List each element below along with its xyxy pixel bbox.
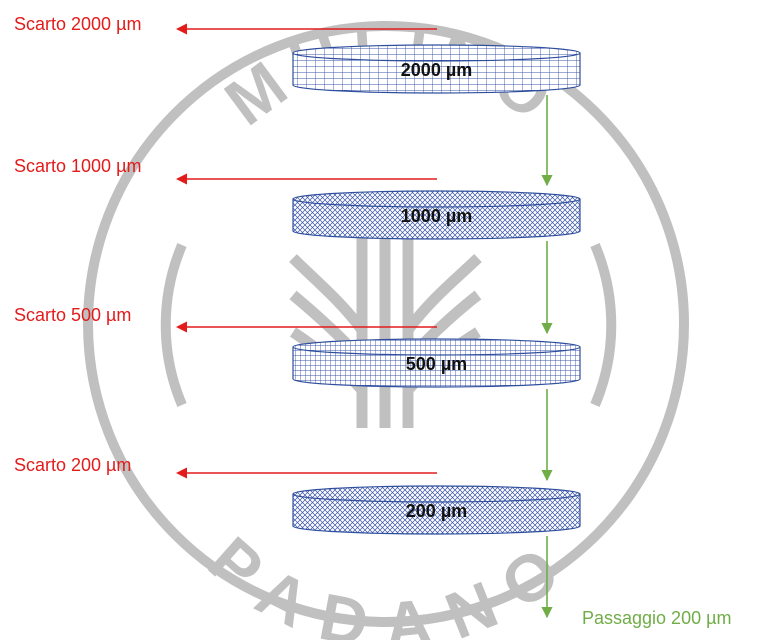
sieve-top-rim [292, 44, 581, 62]
sieve: 2000 µm [292, 44, 581, 94]
watermark-bottom-text: PADANO [195, 522, 580, 640]
watermark-left-bracket [160, 243, 187, 407]
sieve-label: 2000 µm [401, 60, 472, 80]
reject-label: Scarto 1000 µm [14, 156, 141, 176]
sieve-label: 200 µm [406, 501, 467, 521]
mulino-padano-watermark: MULINO PADANO [83, 8, 689, 640]
pass-label: Passaggio 200 µm [582, 608, 731, 628]
sieve-top-rim [292, 190, 581, 208]
sieve-stack: 2000 µm Scarto 2000 µm 1000 µm Scarto 1000 … [14, 14, 731, 628]
sieve: 500 µm [292, 338, 581, 388]
wheat-ear-emblem-icon [289, 210, 482, 428]
reject-label: Scarto 2000 µm [14, 14, 141, 34]
reject-label: Scarto 500 µm [14, 305, 131, 325]
reject-label: Scarto 200 µm [14, 455, 131, 475]
sieve-top-rim [292, 338, 581, 356]
sieve-label: 1000 µm [401, 206, 472, 226]
sieve-label: 500 µm [406, 354, 467, 374]
sieve: 200 µm [292, 485, 581, 535]
watermark-right-bracket [590, 243, 617, 407]
sieve: 1000 µm [292, 190, 581, 240]
sieve-top-rim [292, 485, 581, 503]
watermark-outer-ring [83, 21, 689, 627]
